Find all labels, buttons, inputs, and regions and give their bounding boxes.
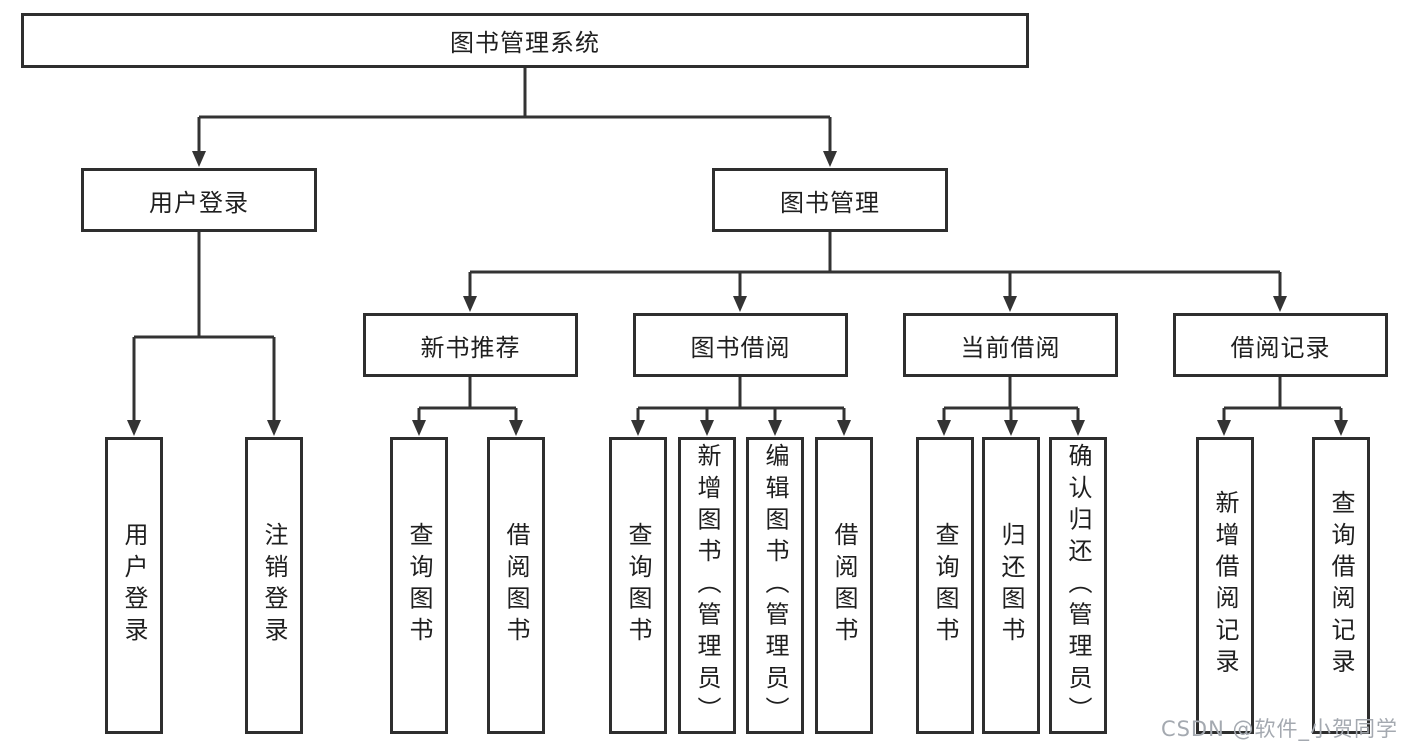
leaf-logout-label: 注销登录 bbox=[260, 522, 288, 649]
leaf-edit-books-admin: 编辑图书（管理员） bbox=[746, 437, 804, 734]
leaf-add-borrow-record-label: 新增借阅记录 bbox=[1211, 490, 1239, 681]
leaf-query-books-current-label: 查询图书 bbox=[931, 522, 959, 649]
leaf-confirm-return-admin-label: 确认归还（管理员） bbox=[1064, 442, 1092, 729]
leaf-logout: 注销登录 bbox=[245, 437, 303, 734]
leaf-confirm-return-admin: 确认归还（管理员） bbox=[1049, 437, 1107, 734]
leaf-user-login-label: 用户登录 bbox=[120, 522, 148, 649]
watermark: CSDN @软件_小贺同学 bbox=[1160, 717, 1398, 741]
leaf-query-borrow-record-label: 查询借阅记录 bbox=[1327, 490, 1355, 681]
leaf-borrow-books-recommend-label: 借阅图书 bbox=[502, 522, 530, 649]
node-book-borrowing: 图书借阅 bbox=[633, 313, 848, 377]
leaf-user-login: 用户登录 bbox=[105, 437, 163, 734]
leaf-query-books-borrow: 查询图书 bbox=[609, 437, 667, 734]
node-user-login-label: 用户登录 bbox=[149, 188, 249, 217]
node-library-system-label: 图书管理系统 bbox=[450, 29, 600, 57]
leaf-borrow-books-label: 借阅图书 bbox=[830, 522, 858, 649]
leaf-query-books-borrow-label: 查询图书 bbox=[624, 522, 652, 649]
leaf-return-books-label: 归还图书 bbox=[997, 522, 1025, 649]
leaf-borrow-books-recommend: 借阅图书 bbox=[487, 437, 545, 734]
node-library-system: 图书管理系统 bbox=[21, 13, 1029, 68]
leaf-add-borrow-record: 新增借阅记录 bbox=[1196, 437, 1254, 734]
leaf-query-books-current: 查询图书 bbox=[916, 437, 974, 734]
node-book-management-label: 图书管理 bbox=[780, 188, 880, 217]
leaf-return-books: 归还图书 bbox=[982, 437, 1040, 734]
leaf-query-books-recommend: 查询图书 bbox=[390, 437, 448, 734]
leaf-add-books-admin-label: 新增图书（管理员） bbox=[693, 442, 721, 729]
leaf-borrow-books: 借阅图书 bbox=[815, 437, 873, 734]
node-new-book-recommendation-label: 新书推荐 bbox=[420, 333, 521, 362]
node-borrowing-records-label: 借阅记录 bbox=[1230, 333, 1331, 362]
node-current-borrowing: 当前借阅 bbox=[903, 313, 1118, 377]
node-book-management: 图书管理 bbox=[712, 168, 948, 232]
leaf-query-borrow-record: 查询借阅记录 bbox=[1312, 437, 1370, 734]
leaf-edit-books-admin-label: 编辑图书（管理员） bbox=[761, 442, 789, 729]
node-user-login: 用户登录 bbox=[81, 168, 317, 232]
node-book-borrowing-label: 图书借阅 bbox=[690, 333, 791, 362]
node-new-book-recommendation: 新书推荐 bbox=[363, 313, 578, 377]
leaf-query-books-recommend-label: 查询图书 bbox=[405, 522, 433, 649]
node-current-borrowing-label: 当前借阅 bbox=[960, 333, 1061, 362]
node-borrowing-records: 借阅记录 bbox=[1173, 313, 1388, 377]
leaf-add-books-admin: 新增图书（管理员） bbox=[678, 437, 736, 734]
